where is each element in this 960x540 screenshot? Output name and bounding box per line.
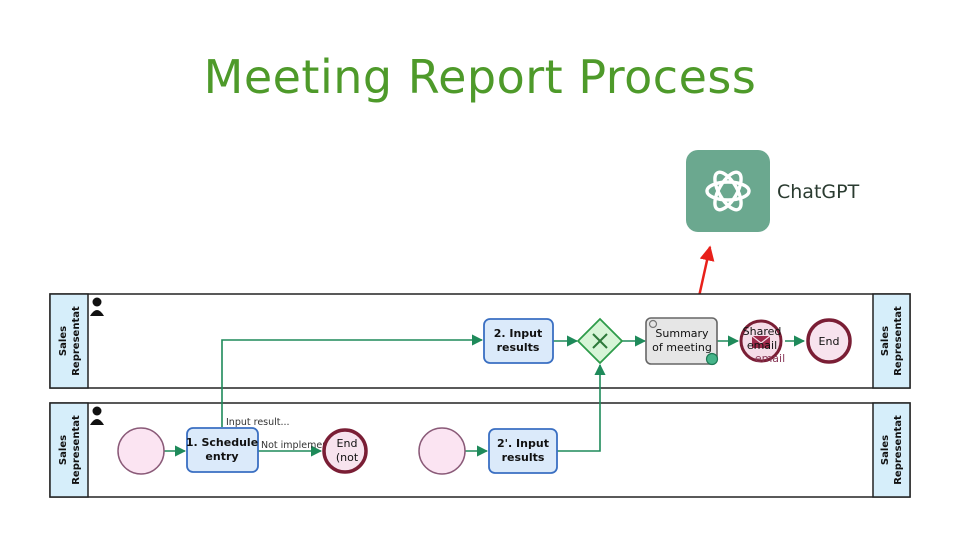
exclusive-gateway[interactable] [576, 317, 624, 365]
end-event-top[interactable]: End [806, 318, 852, 364]
lane-bottom-label-left-2: Representat [71, 415, 82, 485]
lane-top-label-right-2: Representat [893, 306, 904, 376]
start-event-2[interactable] [418, 427, 466, 475]
task-summary-line2: of meeting [652, 341, 712, 354]
lane-top-label-left-2: Representat [71, 306, 82, 376]
lane-bottom-label-left-1: Sales [58, 435, 69, 465]
lane-top-label-left-1: Sales [58, 326, 69, 356]
task-schedule-line1: 1. Schedule [186, 436, 258, 449]
flow-label-not-implemented: Not implemen [261, 440, 328, 451]
lane-top: Sales Representat Sales Representat [49, 293, 911, 389]
lane-bottom-label-right-1: Sales [880, 435, 891, 465]
task-summary-of-meeting[interactable]: Summary of meeting [645, 317, 719, 366]
task-input-results-alt-line1: 2'. Input [497, 437, 549, 450]
task-input-results-line1: 2. Input [494, 327, 543, 340]
lane-bottom-label-right-2: Representat [893, 415, 904, 485]
task-input-results-alt[interactable]: 2'. Input results [488, 428, 558, 474]
end-event-bottom-line2: (not [336, 451, 359, 464]
task-schedule-entry[interactable]: 1. Schedule entry [186, 427, 259, 473]
end-event-not-implemented[interactable]: End (not [322, 428, 368, 474]
task-input-results-alt-line2: results [502, 451, 545, 464]
page-title: Meeting Report Process [203, 50, 757, 104]
event-shared-email-line2: email [747, 339, 777, 352]
person-icon [90, 406, 104, 425]
task-summary-line1: Summary [655, 327, 709, 340]
boundary-event-icon [705, 352, 719, 366]
event-shared-email[interactable]: Shared email email [739, 319, 785, 365]
event-shared-email-line1: Shared [743, 325, 782, 338]
lane-bottom: Sales Representat Sales Representat [49, 402, 911, 498]
end-event-top-label: End [819, 335, 840, 348]
gear-icon [648, 319, 658, 329]
openai-logo-icon [705, 170, 751, 212]
lane-top-label-right-1: Sales [880, 326, 891, 356]
start-event-1[interactable] [117, 427, 165, 475]
task-input-results-line2: results [497, 341, 540, 354]
email-icon [751, 335, 771, 348]
chatgpt-logo [686, 150, 770, 232]
flow-schedule-to-input [221, 334, 484, 427]
close-x-icon [592, 333, 608, 349]
end-event-bottom-line1: End [337, 437, 358, 450]
task-input-results[interactable]: 2. Input results [483, 318, 554, 364]
flow-label-input-result: Input result... [226, 417, 290, 428]
person-icon [90, 297, 104, 316]
flow-input2-to-gateway [557, 363, 606, 452]
event-shared-email-sub: email [755, 352, 785, 365]
chatgpt-label: ChatGPT [777, 181, 860, 203]
task-schedule-line2: entry [205, 450, 238, 463]
sequence-flows [164, 334, 806, 457]
